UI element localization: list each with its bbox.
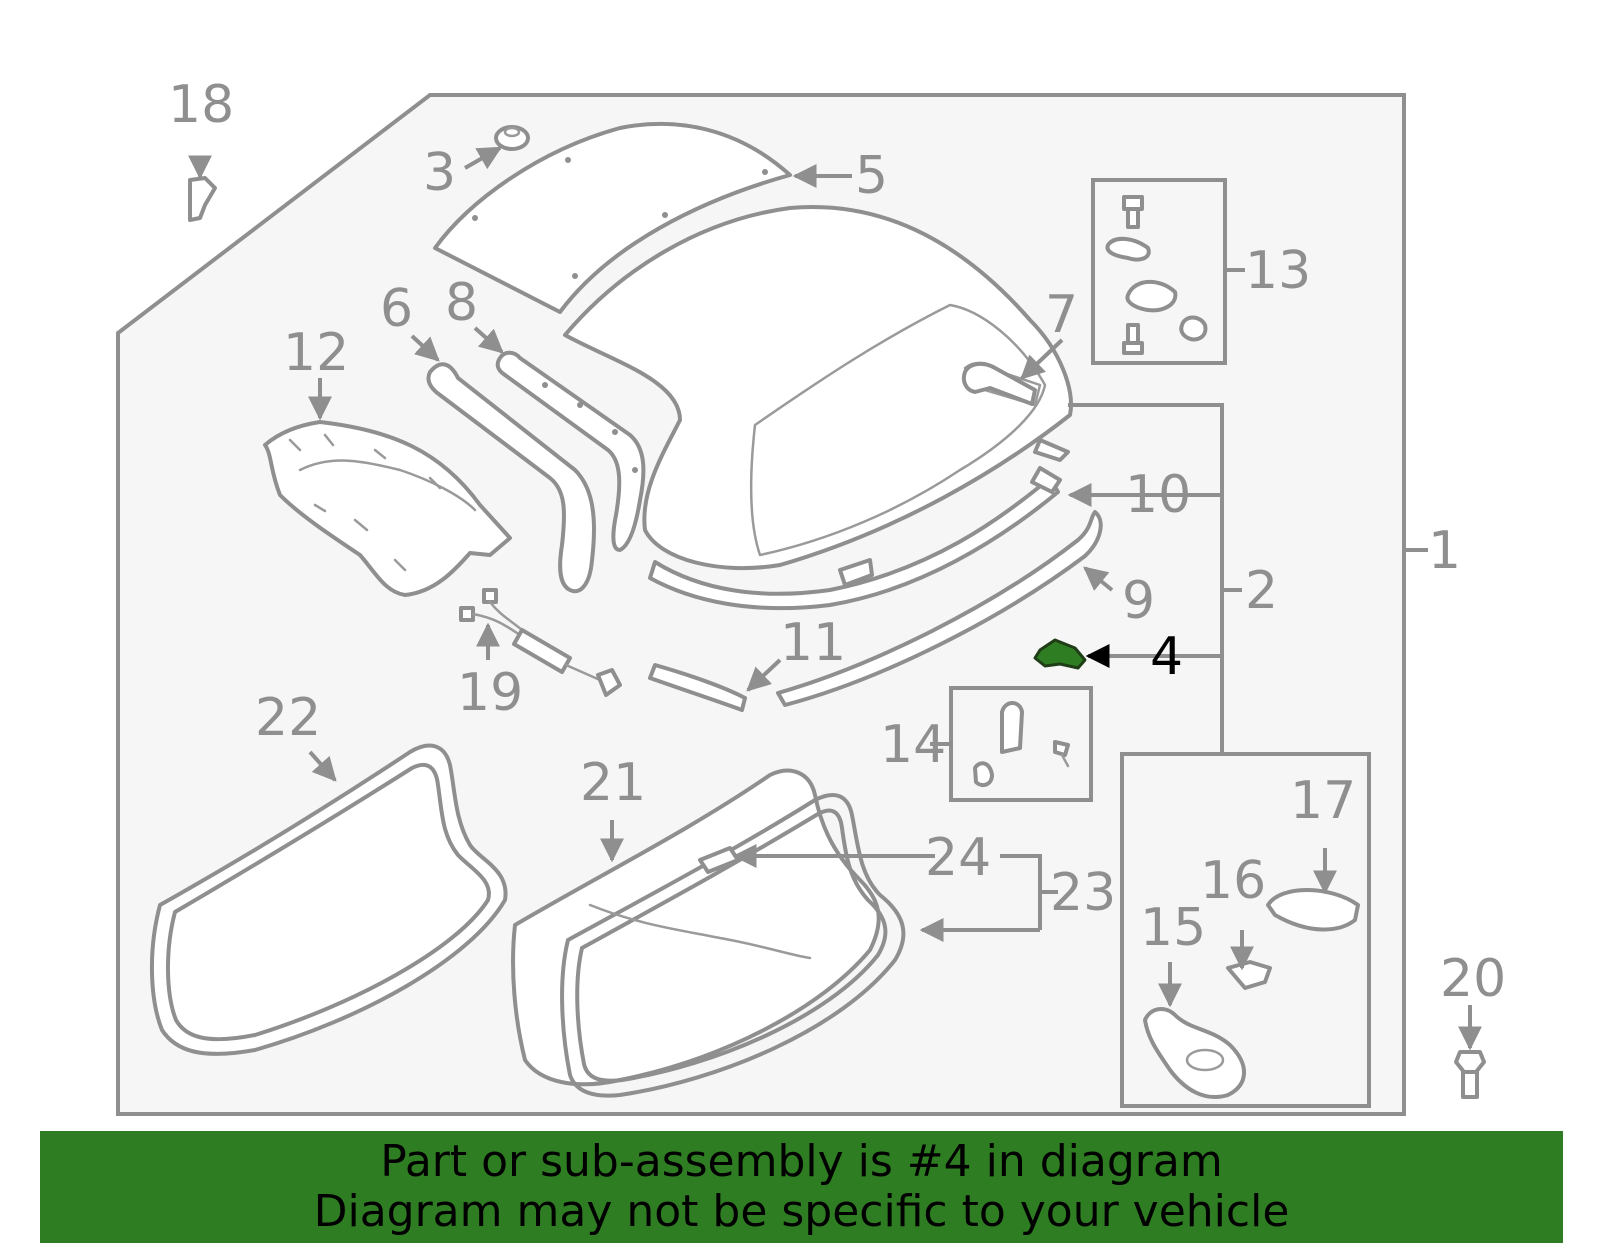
part-2-top-shell	[563, 205, 1073, 611]
part-10-strip	[1030, 466, 1062, 494]
label-6: 6	[380, 279, 413, 339]
part-5-headliner	[433, 121, 792, 314]
label-24: 24	[925, 828, 991, 888]
label-8: 8	[445, 273, 478, 333]
label-7: 7	[1045, 285, 1078, 345]
leader-lines	[188, 146, 1482, 1051]
label-22: 22	[255, 688, 321, 748]
banner-line-1: Part or sub-assembly is #4 in diagram	[380, 1136, 1223, 1187]
part-22-window-seal	[150, 743, 508, 1056]
label-3: 3	[423, 143, 456, 203]
part-4-highlighted	[1033, 638, 1087, 670]
label-16: 16	[1200, 851, 1266, 911]
label-9: 9	[1122, 571, 1155, 631]
info-banner: Part or sub-assembly is #4 in diagram Di…	[40, 1131, 1563, 1243]
part-12-trim-panel	[263, 420, 512, 597]
label-20: 20	[1440, 949, 1506, 1009]
part-21-rear-window	[511, 768, 906, 1098]
part-7-latch-strip	[961, 361, 1037, 406]
label-21: 21	[580, 753, 646, 813]
label-2: 2	[1245, 561, 1278, 621]
label-18: 18	[168, 75, 234, 135]
part-8-side-rail	[495, 350, 646, 552]
part-6-side-rail	[426, 362, 596, 594]
label-1: 1	[1428, 521, 1461, 581]
part-15-16-17-kit	[1120, 752, 1371, 1108]
label-12: 12	[283, 323, 349, 383]
part-20-bolt	[1454, 1050, 1486, 1099]
label-13: 13	[1245, 241, 1311, 301]
label-5: 5	[855, 146, 888, 206]
label-23: 23	[1050, 863, 1116, 923]
label-11: 11	[780, 613, 846, 673]
label-17: 17	[1290, 771, 1356, 831]
part-14-hardware-kit	[949, 686, 1093, 802]
banner-line-2: Diagram may not be specific to your vehi…	[313, 1186, 1290, 1237]
part-18-clip	[188, 176, 217, 222]
label-10: 10	[1125, 465, 1191, 525]
label-15: 15	[1140, 898, 1206, 958]
label-4: 4	[1150, 627, 1183, 687]
part-19-cable	[459, 588, 622, 697]
part-9-rear-rail	[776, 510, 1103, 707]
label-14: 14	[880, 715, 946, 775]
label-19: 19	[457, 663, 523, 723]
part-3-grommet	[494, 125, 530, 151]
part-11-strip	[648, 663, 747, 712]
part-13-hardware-kit	[1091, 178, 1227, 365]
